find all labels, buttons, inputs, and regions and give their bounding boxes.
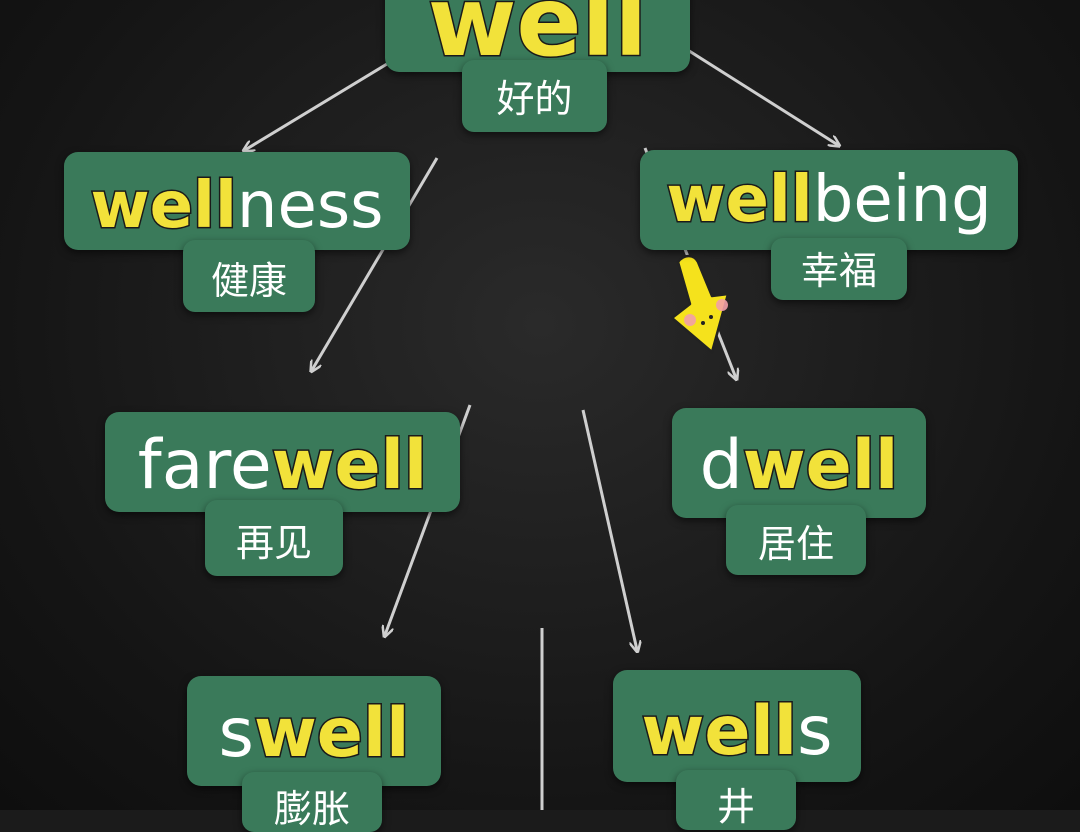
meaning-label: 井 xyxy=(716,785,755,829)
affix-text: s xyxy=(797,692,833,771)
yellow-down-arrow-icon xyxy=(670,254,730,354)
root-highlight: well xyxy=(89,169,238,243)
node-swell-meaning-box: 膨胀 xyxy=(242,772,382,832)
node-wellbeing: wellbeing xyxy=(640,150,1018,250)
node-swell: swell xyxy=(187,676,441,786)
node-word: swell xyxy=(187,698,441,769)
connector-arrows xyxy=(0,40,1080,810)
node-wellness: wellness xyxy=(64,152,410,250)
node-word: wellness xyxy=(64,173,410,240)
node-dwell: dwell xyxy=(672,408,926,518)
meaning-label: 再见 xyxy=(235,521,312,565)
arrow-center-to-farewell xyxy=(312,157,439,370)
node-word: dwell xyxy=(672,430,926,501)
node-wellbeing-meaning-box: 幸福 xyxy=(771,238,907,300)
meaning-label: 好的 xyxy=(496,77,573,121)
arrow-center-to-wells xyxy=(581,409,637,650)
node-word: wells xyxy=(613,696,861,767)
node-well: well xyxy=(385,0,690,72)
root-highlight: well xyxy=(270,426,429,505)
root-highlight: well xyxy=(665,163,814,237)
affix-text: fare xyxy=(137,426,272,505)
meaning-label: 幸福 xyxy=(800,249,877,293)
arrow-well-to-wellbeing xyxy=(674,40,838,145)
node-wells-meaning-box: 井 xyxy=(676,770,796,830)
affix-text: being xyxy=(812,163,992,237)
textured-background xyxy=(0,0,1080,810)
meaning-label: 膨胀 xyxy=(273,787,350,831)
node-well-meaning-box: 好的 xyxy=(462,60,607,132)
arrow-well-to-wellness xyxy=(245,48,411,150)
root-highlight: well xyxy=(741,426,900,505)
root-highlight: well xyxy=(640,692,799,771)
meaning-label: 居住 xyxy=(757,522,834,566)
root-highlight: well xyxy=(252,694,411,773)
node-word: well xyxy=(385,0,690,72)
affix-text: s xyxy=(218,694,254,773)
node-wellness-meaning-box: 健康 xyxy=(183,240,315,312)
node-word: farewell xyxy=(105,430,460,501)
node-farewell: farewell xyxy=(105,412,460,512)
node-wells: wells xyxy=(613,670,861,782)
root-highlight: well xyxy=(426,0,649,78)
node-dwell-meaning-box: 居住 xyxy=(726,505,866,575)
affix-text: d xyxy=(699,426,743,505)
node-farewell-meaning-box: 再见 xyxy=(205,500,343,576)
node-word: wellbeing xyxy=(640,167,1018,234)
affix-text: ness xyxy=(236,169,384,243)
meaning-label: 健康 xyxy=(210,259,287,303)
